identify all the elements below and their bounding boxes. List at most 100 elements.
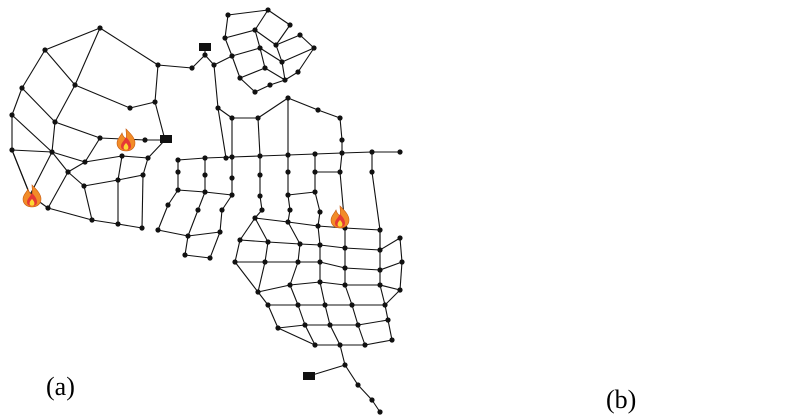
pipe-segment bbox=[564, 230, 594, 236]
junction-node bbox=[139, 225, 145, 231]
junction-node bbox=[643, 75, 648, 80]
junction-node bbox=[229, 154, 235, 160]
pipe-segment bbox=[731, 305, 736, 325]
junction-node bbox=[119, 153, 125, 159]
junction-node bbox=[255, 289, 261, 295]
junction-node bbox=[728, 302, 733, 307]
pipe-segment bbox=[564, 205, 574, 230]
pipe-segment bbox=[536, 102, 561, 108]
junction-node bbox=[342, 265, 348, 271]
pipe-segment bbox=[299, 34, 315, 49]
pipe-segment bbox=[726, 245, 751, 248]
pipe-segment bbox=[684, 325, 711, 328]
junction-node bbox=[663, 172, 668, 177]
junction-node bbox=[708, 322, 713, 327]
pipe-segment bbox=[564, 65, 598, 68]
pipe-segment bbox=[257, 261, 266, 293]
junction-node bbox=[703, 32, 708, 37]
junction-node bbox=[382, 302, 388, 308]
pipe-segment bbox=[219, 209, 223, 233]
junction-node bbox=[748, 282, 753, 287]
junction-node bbox=[548, 137, 553, 142]
junction-node bbox=[377, 247, 383, 253]
pipe-segment bbox=[491, 138, 506, 162]
junction-node bbox=[279, 59, 285, 65]
pipe-segment bbox=[224, 29, 256, 39]
pipe-segment bbox=[624, 108, 638, 118]
junction-node bbox=[748, 265, 753, 270]
pipe-segment bbox=[528, 156, 554, 158]
pipe-segment bbox=[724, 212, 726, 226]
junction-node bbox=[665, 207, 670, 212]
fire-inner-flame bbox=[756, 363, 766, 376]
pipe-segment bbox=[611, 157, 638, 158]
junction-node bbox=[337, 115, 343, 121]
pipe-segment bbox=[746, 345, 751, 365]
junction-node bbox=[761, 322, 766, 327]
pipe-segment bbox=[47, 171, 69, 209]
junction-node bbox=[658, 27, 663, 32]
pipe-segment bbox=[154, 64, 159, 103]
junction-node bbox=[621, 105, 626, 110]
junction-node bbox=[635, 115, 640, 120]
junction-node bbox=[311, 45, 317, 51]
junction-node bbox=[397, 149, 403, 155]
pipe-segment bbox=[287, 97, 319, 111]
junction-node bbox=[337, 342, 343, 348]
junction-node bbox=[795, 337, 800, 342]
pipe-segment bbox=[706, 35, 720, 48]
junction-node bbox=[389, 337, 395, 343]
pipe-segment bbox=[694, 210, 696, 222]
junction-node bbox=[127, 105, 133, 111]
pipe-segment bbox=[357, 319, 389, 326]
junction-node bbox=[783, 247, 788, 252]
pipe-segment bbox=[399, 237, 403, 263]
junction-node bbox=[788, 302, 793, 307]
junction-node bbox=[317, 242, 323, 248]
junction-node bbox=[571, 202, 576, 207]
junction-node bbox=[155, 62, 161, 68]
pipe-segment bbox=[297, 304, 306, 326]
fire-core bbox=[555, 137, 560, 144]
pipe-segment bbox=[83, 179, 119, 187]
panel-label-a: (a) bbox=[46, 372, 75, 401]
junction-node bbox=[503, 25, 508, 30]
junction-node bbox=[315, 107, 321, 113]
pipe-segment bbox=[594, 232, 626, 236]
pipe-segment bbox=[339, 344, 346, 366]
pipe-segment bbox=[197, 191, 206, 211]
pipe-segment bbox=[339, 117, 343, 141]
pipe-segment bbox=[317, 109, 341, 119]
fire-core bbox=[623, 70, 628, 77]
junction-node bbox=[342, 245, 348, 251]
junction-node bbox=[189, 65, 195, 71]
pipe-segment bbox=[574, 190, 584, 205]
pipe-segment bbox=[664, 285, 696, 292]
junction-node bbox=[775, 149, 780, 154]
junction-node bbox=[703, 241, 708, 246]
junction-node bbox=[733, 322, 738, 327]
pipe-segment bbox=[177, 189, 206, 193]
junction-node bbox=[629, 155, 634, 160]
pipe-segment bbox=[524, 224, 548, 228]
junction-node bbox=[265, 302, 271, 308]
pipe-segment bbox=[634, 10, 674, 15]
pipe-segment bbox=[451, 50, 481, 85]
pipe-segment bbox=[379, 284, 401, 291]
junction-node bbox=[415, 147, 420, 152]
junction-node bbox=[9, 112, 15, 118]
junction-node bbox=[302, 322, 308, 328]
junction-node bbox=[369, 169, 375, 175]
pipe-segment bbox=[379, 261, 403, 271]
pipe-segment bbox=[454, 172, 474, 208]
junction-node bbox=[72, 82, 78, 88]
junction-node bbox=[322, 302, 328, 308]
pipe-segment bbox=[778, 400, 786, 412]
junction-node bbox=[691, 95, 696, 100]
pipe-segment bbox=[666, 48, 688, 62]
pipe-segment bbox=[631, 30, 661, 38]
junction-node bbox=[608, 172, 613, 177]
junction-node bbox=[339, 150, 345, 156]
junction-node bbox=[717, 45, 722, 50]
junction-node bbox=[688, 77, 693, 82]
